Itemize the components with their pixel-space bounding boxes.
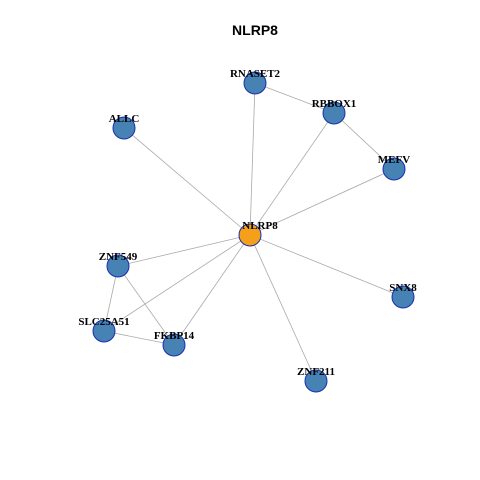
node-nlrp8[interactable]: NLRP8 (238, 220, 278, 247)
node-mefv[interactable]: MEFV (378, 154, 410, 181)
node-circle-allc[interactable] (112, 116, 136, 140)
edge-nlrp8-slc25a51 (103, 234, 251, 332)
node-label-fkbp14: FKBP14 (154, 330, 195, 342)
edge-nlrp8-rnaset2 (249, 82, 256, 236)
node-znf549[interactable]: ZNF549 (99, 251, 138, 278)
node-circle-znf549[interactable] (106, 254, 130, 278)
node-znf211[interactable]: ZNF211 (297, 366, 335, 393)
edge-nlrp8-fkbp14 (173, 234, 251, 346)
node-allc[interactable]: ALLC (109, 113, 140, 140)
node-circle-snx8[interactable] (391, 285, 415, 309)
node-label-znf211: ZNF211 (297, 366, 335, 378)
node-rnaset2[interactable]: RNASET2 (230, 68, 281, 95)
edge-nlrp8-rbbox1 (249, 112, 335, 236)
node-circle-rnaset2[interactable] (243, 71, 267, 95)
edge-znf549-fkbp14 (117, 265, 175, 346)
node-label-znf549: ZNF549 (99, 251, 138, 263)
node-circle-nlrp8[interactable] (238, 223, 262, 247)
edge-nlrp8-snx8 (249, 234, 404, 298)
edge-nlrp8-allc (123, 127, 251, 236)
node-circle-fkbp14[interactable] (162, 333, 186, 357)
node-snx8[interactable]: SNX8 (389, 282, 417, 309)
diagram-title: NLRP8 (232, 22, 278, 38)
edge-rbbox1-mefv (333, 112, 395, 170)
node-rbbox1[interactable]: RBBOX1 (312, 98, 357, 125)
node-circle-znf211[interactable] (304, 369, 328, 393)
edge-slc25a51-fkbp14 (103, 330, 175, 346)
edge-rnaset2-rbbox1 (254, 82, 335, 114)
node-circle-slc25a51[interactable] (92, 319, 116, 343)
node-label-rnaset2: RNASET2 (230, 68, 281, 80)
node-label-allc: ALLC (109, 113, 140, 125)
node-circle-mefv[interactable] (382, 157, 406, 181)
node-label-nlrp8: NLRP8 (242, 220, 278, 232)
node-slc25a51[interactable]: SLC25A51 (78, 316, 130, 343)
node-circle-rbbox1[interactable] (322, 101, 346, 125)
node-fkbp14[interactable]: FKBP14 (154, 330, 195, 357)
node-label-rbbox1: RBBOX1 (312, 98, 357, 110)
node-label-mefv: MEFV (378, 154, 410, 166)
node-label-slc25a51: SLC25A51 (78, 316, 129, 328)
edge-nlrp8-znf549 (117, 234, 251, 267)
node-label-snx8: SNX8 (389, 282, 417, 294)
edge-nlrp8-mefv (249, 168, 395, 236)
edge-nlrp8-znf211 (249, 234, 317, 382)
